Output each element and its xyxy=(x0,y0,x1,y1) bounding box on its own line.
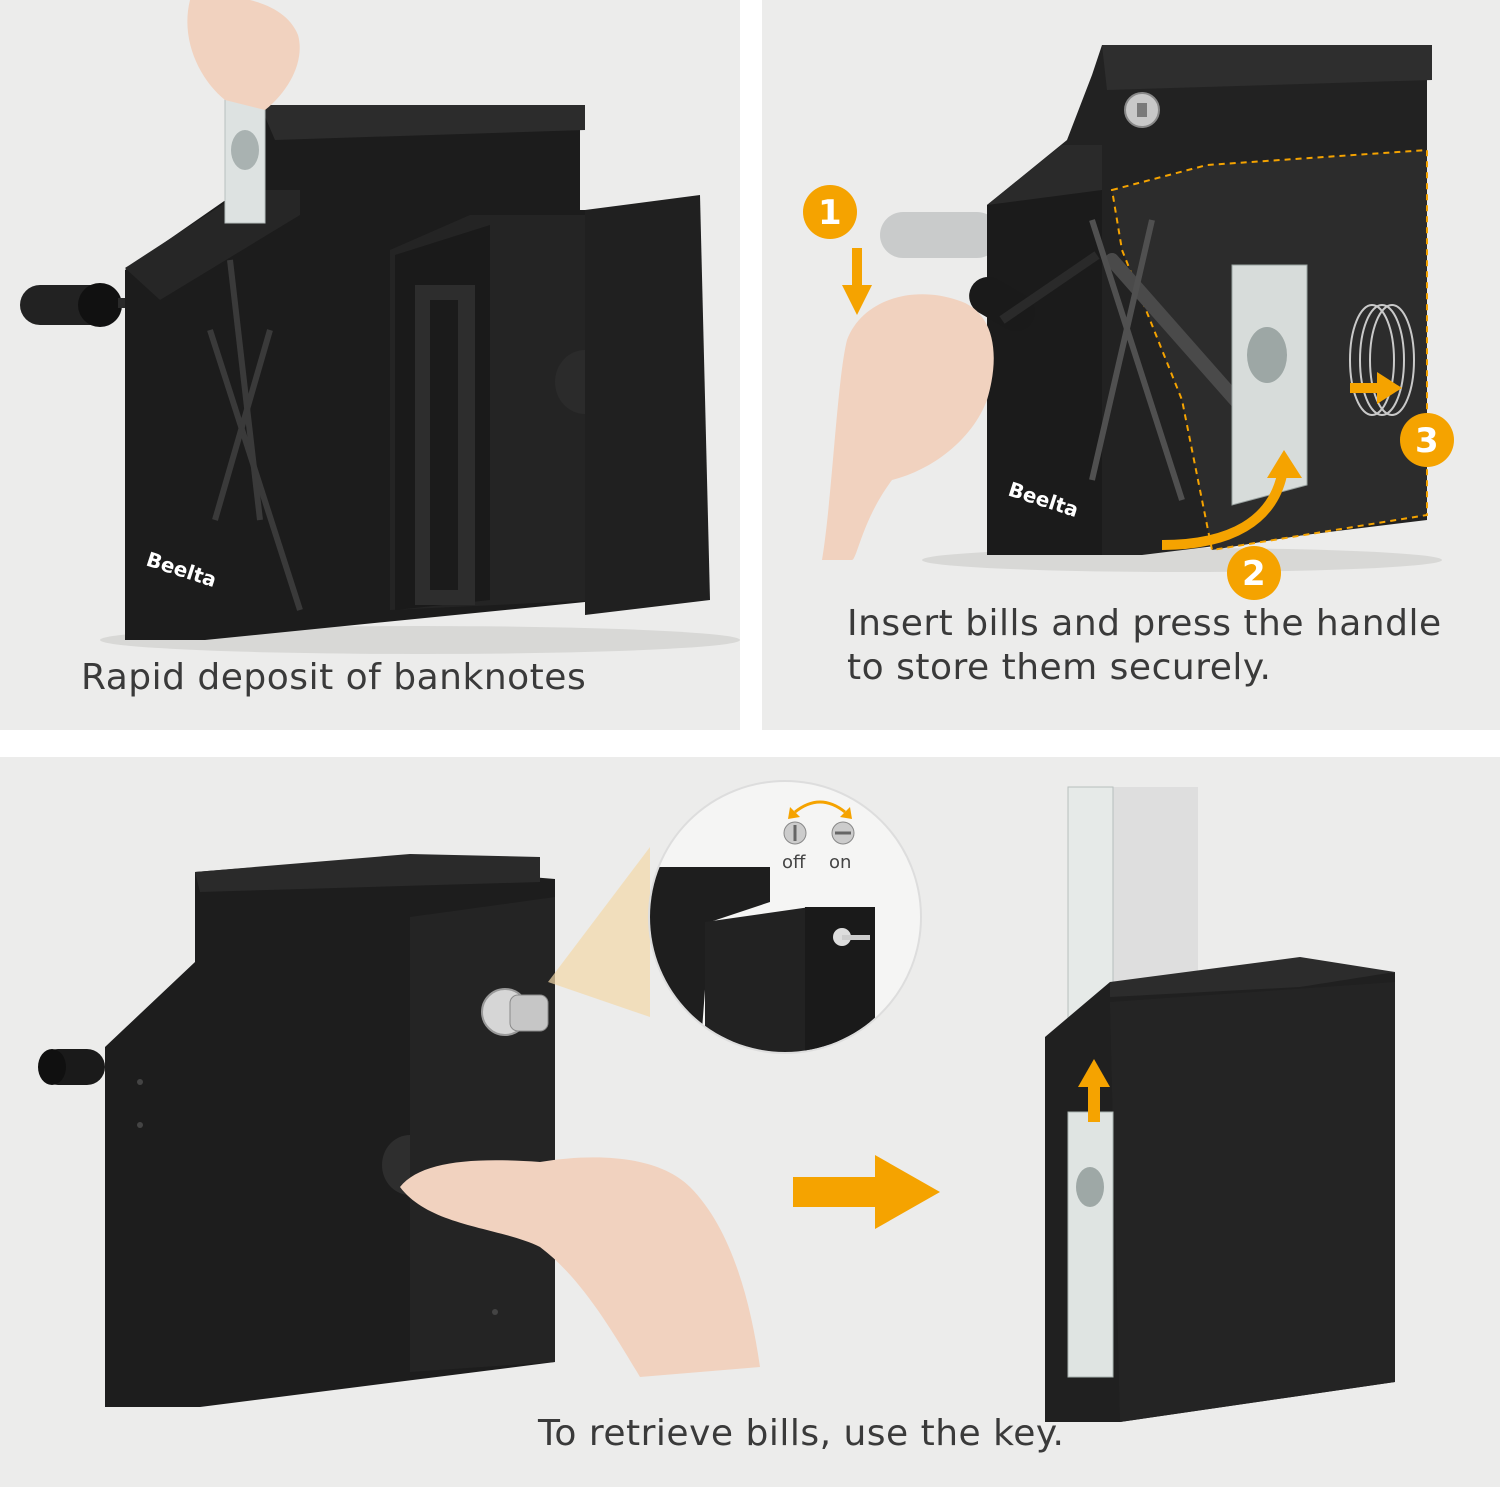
arrow-right-icon xyxy=(793,1155,940,1229)
crank-handle xyxy=(969,251,1100,331)
svg-text:2: 2 xyxy=(1242,554,1266,594)
panel-retrieve-bills: off on To retrieve bills, use the key. xyxy=(0,757,1500,1487)
caption-line-1: Insert bills and press the handle xyxy=(847,603,1442,644)
key-icon xyxy=(481,988,549,1036)
svg-text:1: 1 xyxy=(818,193,842,233)
open-safe-image xyxy=(1045,786,1395,1422)
caption-rapid-deposit: Rapid deposit of banknotes xyxy=(81,657,587,698)
caption-line-2: to store them securely. xyxy=(847,646,1272,688)
hand-image xyxy=(400,1157,760,1377)
bill-stack-image xyxy=(1231,264,1308,506)
curved-arrow-icon xyxy=(1161,450,1302,550)
arrow-up-icon xyxy=(1078,1059,1110,1122)
lock-on-icon xyxy=(831,821,855,845)
step-3-badge: 3 xyxy=(1400,413,1454,467)
step-2-badge: 2 xyxy=(1227,546,1281,600)
svg-text:3: 3 xyxy=(1415,421,1439,461)
arrow-right-icon xyxy=(1350,372,1402,404)
lock-label-off: off xyxy=(782,852,806,873)
caption-retrieve-bills: To retrieve bills, use the key. xyxy=(538,1413,1065,1454)
rotate-arrow-icon xyxy=(788,800,852,819)
drop-safe-illustration: Beelta xyxy=(20,0,740,654)
panel-insert-bills: Beelta 1 2 3 Insert bills and pre xyxy=(762,0,1500,730)
caption-insert-bills: Insert bills and press the handle to sto… xyxy=(847,602,1442,690)
locked-safe-image xyxy=(38,854,555,1407)
arrow-down-icon xyxy=(842,248,872,315)
hand-image xyxy=(187,0,300,110)
step-1-badge: 1 xyxy=(803,185,857,239)
drop-safe-cutaway-illustration: Beelta 1 2 3 xyxy=(803,45,1454,600)
lock-off-icon xyxy=(783,821,807,845)
hand-image xyxy=(822,294,994,560)
panel-rapid-deposit: Beelta Rapid deposit of banknotes xyxy=(0,0,740,730)
lock-detail-inset: off on xyxy=(648,780,922,1054)
lock-label-on: on xyxy=(829,852,851,873)
retrieve-illustration: off on xyxy=(38,780,1395,1422)
